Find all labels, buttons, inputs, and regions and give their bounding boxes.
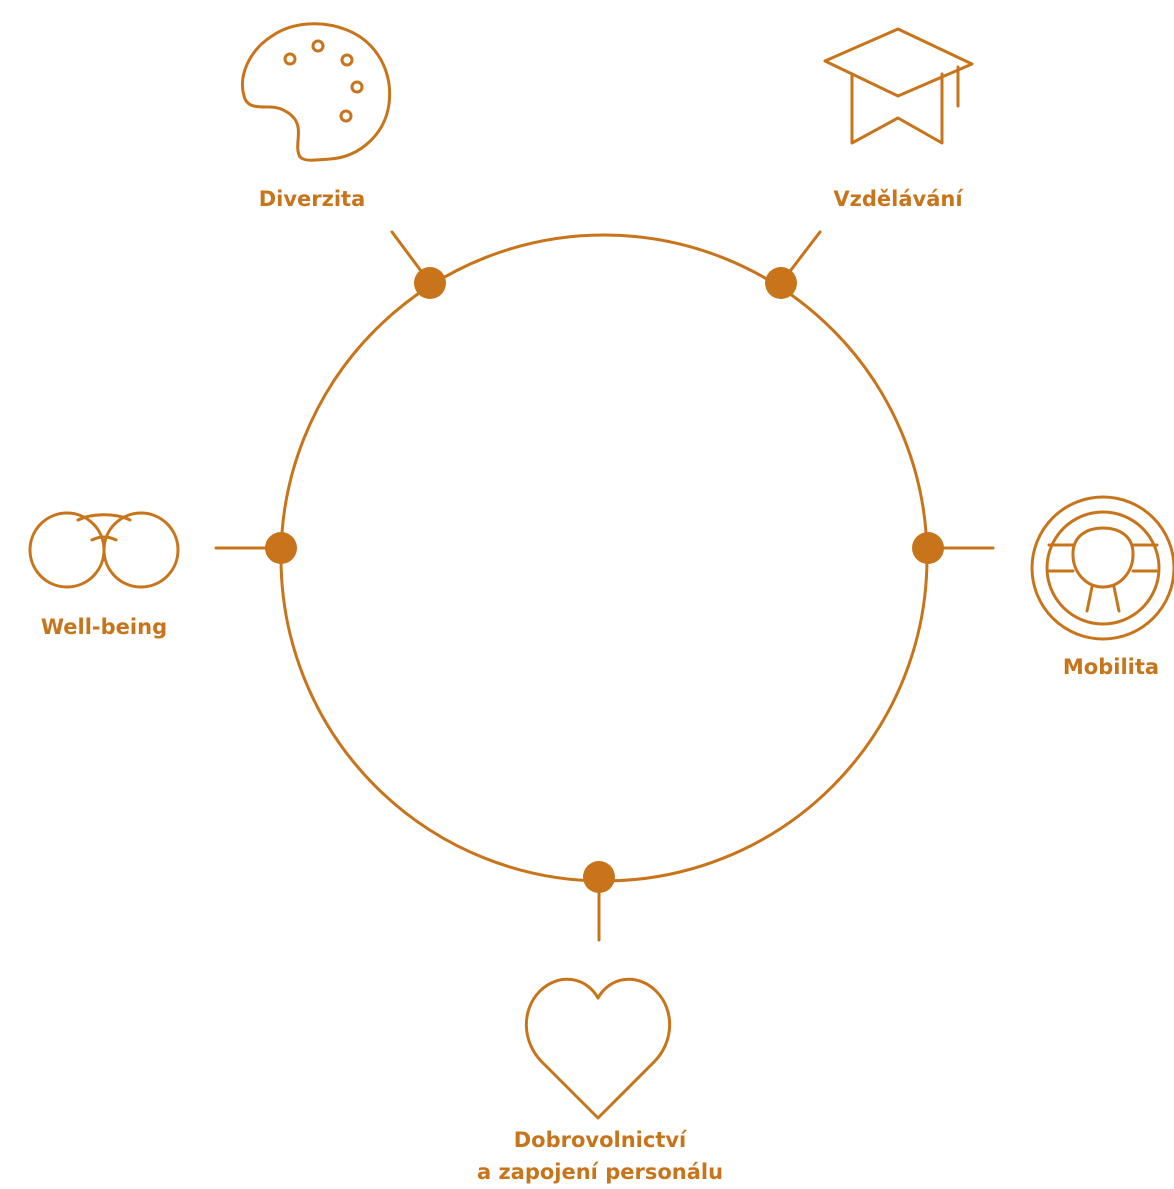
central-ring: [279, 233, 929, 883]
label-dobrovolnictvi-line2: a zapojení personálu: [476, 1160, 724, 1184]
heart-icon: [524, 977, 672, 1120]
node-dot-mobilita[interactable]: [912, 532, 944, 564]
palette-icon: [241, 22, 392, 162]
steering-wheel-icon: [1030, 495, 1174, 641]
node-dot-well-being[interactable]: [265, 532, 297, 564]
label-mobilita: Mobilita: [1062, 655, 1160, 679]
label-vzdelavani: Vzdělávání: [833, 187, 963, 211]
label-diverzita: Diverzita: [258, 187, 366, 211]
label-dobrovolnictvi-line1: Dobrovolnictví: [513, 1128, 687, 1152]
node-dot-diverzita[interactable]: [414, 267, 446, 299]
node-dot-vzdelavani[interactable]: [765, 267, 797, 299]
node-dot-dobrovolnictvi[interactable]: [583, 861, 615, 893]
graduation-cap-icon: [823, 27, 974, 145]
label-dobrovolnictvi: Dobrovolnictví a zapojení personálu: [477, 1124, 723, 1188]
label-well-being: Well-being: [40, 615, 168, 639]
glasses-icon: [28, 511, 180, 589]
